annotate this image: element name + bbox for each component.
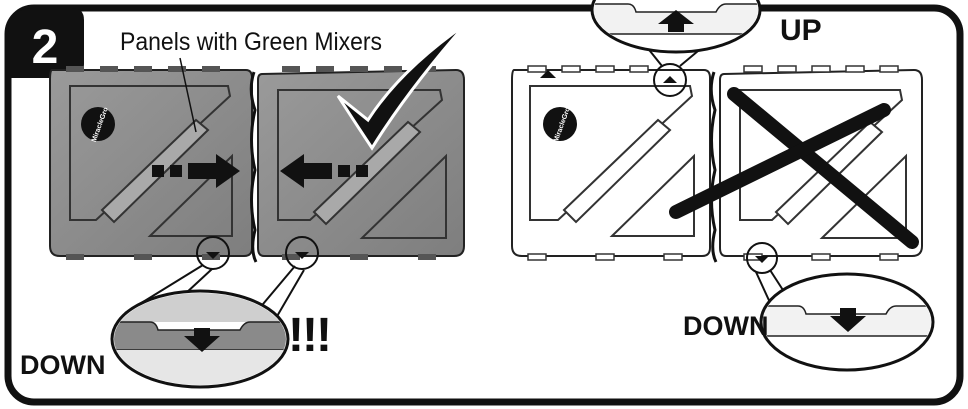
caption-label: Panels with Green Mixers — [120, 30, 382, 55]
label-down-right: DOWN — [683, 313, 768, 340]
right-panel-a — [512, 70, 710, 256]
label-up: UP — [780, 16, 822, 46]
left-panel-b — [258, 70, 464, 256]
exclamation-marks: !!! — [288, 312, 330, 360]
label-down-left: DOWN — [20, 352, 105, 379]
step-number: 2 — [17, 20, 73, 76]
